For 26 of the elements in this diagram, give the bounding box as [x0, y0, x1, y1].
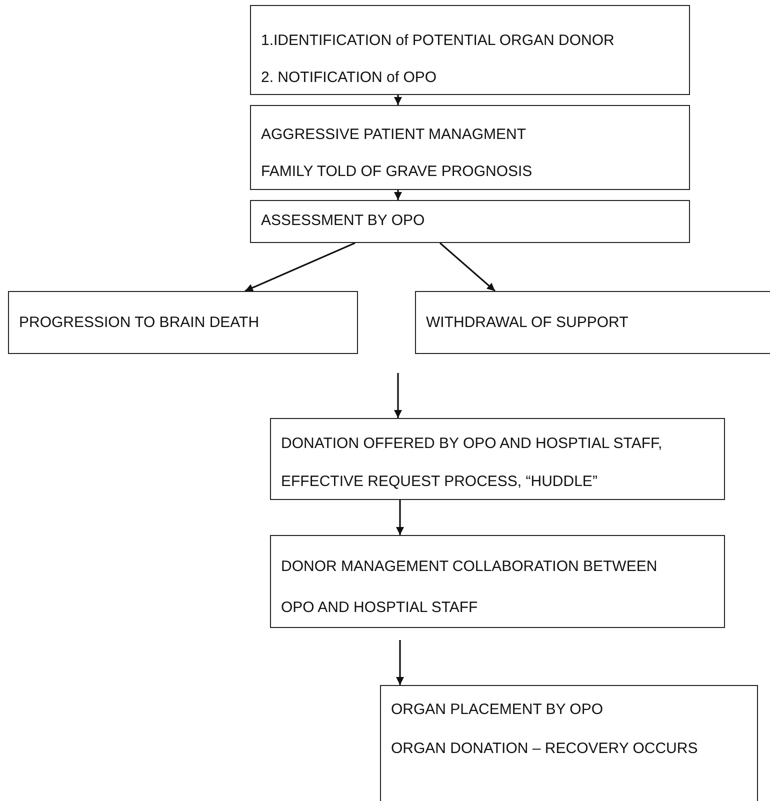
- process-box: [415, 291, 770, 354]
- process-box: [250, 200, 690, 243]
- process-box: [250, 105, 690, 190]
- process-box: [8, 291, 358, 354]
- box-text: DONOR MANAGEMENT COLLABORATION BETWEEN OPO AND HOSPTIAL STAFF: [281, 557, 658, 618]
- arrow: [394, 190, 402, 200]
- box-text: 1.IDENTIFICATION of POTENTIAL ORGAN DONOR: [261, 32, 616, 50]
- arrow: [396, 640, 404, 685]
- process-box: [270, 418, 725, 500]
- arrow: [439, 242, 496, 292]
- box-text: PROGRESSION TO BRAIN DEATH: [19, 314, 260, 332]
- process-box: [250, 5, 690, 95]
- box-text: ORGAN DONATION – RECOVERY OCCURS: [391, 740, 699, 758]
- box-text: WITHDRAWAL OF SUPPORT: [426, 314, 630, 332]
- box-text: 2. NOTIFICATION of OPO: [261, 69, 438, 87]
- box-text: ASSESSMENT BY OPO: [261, 212, 426, 230]
- arrow: [394, 95, 402, 105]
- process-box: [270, 535, 725, 628]
- arrow: [394, 373, 402, 418]
- box-text: DONATION OFFERED BY OPO AND HOSPTIAL STAFF, EFFECTIVE REQUEST PROCESS, “HUDDLE”: [281, 434, 664, 492]
- process-box: [380, 685, 758, 801]
- box-text: ORGAN PLACEMENT BY OPO: [391, 701, 604, 719]
- arrow: [244, 242, 356, 292]
- arrow: [396, 500, 404, 535]
- box-text: FAMILY TOLD OF GRAVE PROGNOSIS: [261, 163, 534, 181]
- box-text: AGGRESSIVE PATIENT MANAGMENT: [261, 126, 528, 144]
